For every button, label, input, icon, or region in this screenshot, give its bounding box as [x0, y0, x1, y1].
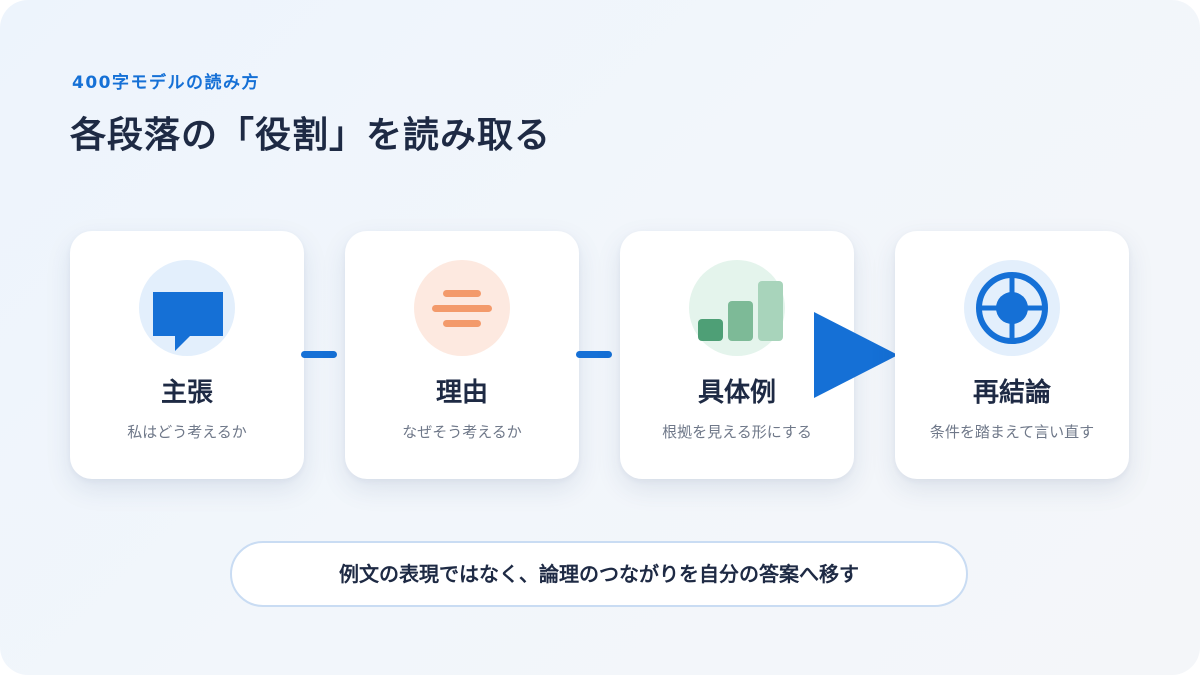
card-title: 具体例	[697, 378, 776, 408]
connector-line	[576, 351, 612, 358]
page-title: 各段落の「役割」を読み取る	[70, 115, 552, 156]
card-subtitle: 根拠を見える形にする	[662, 423, 812, 441]
connector-line	[301, 351, 337, 358]
card-claim: 主張 私はどう考えるか	[70, 231, 304, 479]
eyebrow-label: 400字モデルの読み方	[72, 73, 260, 93]
card-reconclusion: 再結論 条件を踏まえて言い直す	[895, 231, 1129, 479]
card-subtitle: 条件を踏まえて言い直す	[929, 423, 1095, 441]
card-title: 再結論	[972, 378, 1051, 408]
flow-arrow-icon	[812, 312, 900, 402]
bar-chart-icon	[689, 260, 785, 356]
card-subtitle: なぜそう考えるか	[402, 423, 522, 441]
card-subtitle: 私はどう考えるか	[127, 423, 247, 441]
card-reason: 理由 なぜそう考えるか	[345, 231, 579, 479]
target-icon	[964, 260, 1060, 356]
card-title: 主張	[160, 378, 213, 408]
speech-bubble-icon	[139, 260, 235, 356]
summary-note: 例文の表現ではなく、論理のつながりを自分の答案へ移す	[230, 541, 968, 607]
card-title: 理由	[435, 378, 488, 408]
lines-icon	[414, 260, 510, 356]
